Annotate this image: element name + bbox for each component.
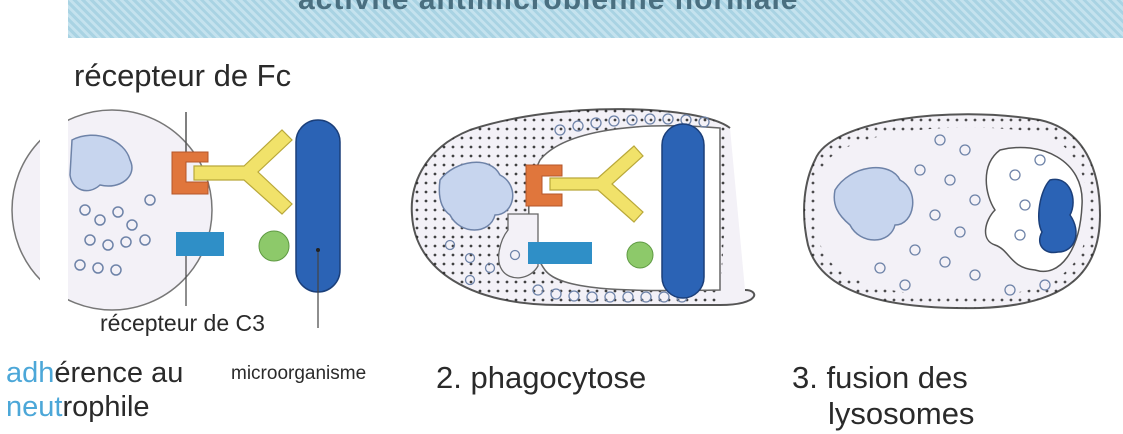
step-3-caption: 3. fusion des lysosomes [792, 360, 974, 432]
panel-adherence [12, 100, 340, 330]
microorganism-label: microorganisme [231, 363, 366, 385]
c3-receptor [528, 242, 592, 264]
complement-c3b [259, 231, 289, 261]
microorganism [662, 124, 704, 298]
caption-highlight: neut [6, 391, 62, 423]
caption-text: rophile [62, 391, 149, 423]
complement-c3b [627, 242, 653, 268]
caption-highlight: adh [6, 357, 54, 389]
step-2-caption: 2. phagocytose [436, 360, 646, 396]
c3-receptor-label: récepteur de C3 [100, 310, 265, 337]
caption-text: érence au [54, 357, 183, 389]
panel-lysosome-fusion [804, 114, 1100, 308]
panel-phagocytosis [412, 109, 754, 305]
caption-line: 3. fusion des [792, 360, 974, 396]
digested-microorganism [1039, 179, 1076, 252]
caption-line: lysosomes [792, 396, 974, 432]
fc-receptor-label: récepteur de Fc [74, 58, 291, 94]
step-1-caption: adhérence au neutrophile [6, 356, 206, 424]
c3-receptor [176, 232, 224, 256]
